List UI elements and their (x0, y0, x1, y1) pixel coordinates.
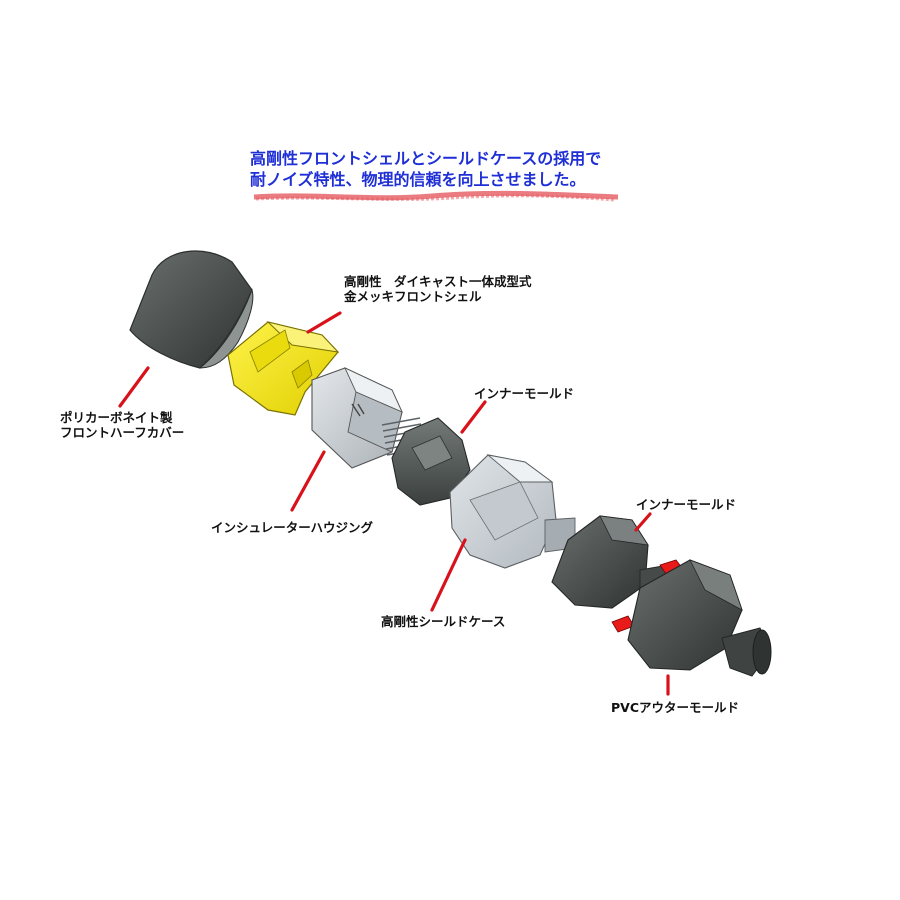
label-inner-mold-2: インナーモールド (636, 497, 737, 512)
front-shell (227, 321, 340, 416)
leader-shield-case (430, 538, 467, 612)
headline-underline (253, 190, 619, 202)
pvc-outer-mold (611, 559, 772, 677)
label-shield-case: 高剛性シールドケース (381, 614, 506, 629)
label-outer-mold: PVCアウターモールド (611, 700, 740, 715)
label-inner-mold-1: インナーモールド (474, 386, 575, 401)
front-half-cover (129, 250, 254, 369)
leader-inner-mold-1 (460, 400, 487, 434)
leader-front-shell (306, 311, 342, 334)
insulator-housing (311, 367, 426, 469)
leader-inner-mold-2 (634, 512, 652, 532)
headline: 高剛性フロントシェルとシールドケースの採用で 耐ノイズ特性、物理的信頼を向上させ… (250, 148, 601, 190)
inner-mold-1 (391, 417, 471, 506)
label-half-cover-line-1: ポリカーボネイト製 (60, 410, 173, 425)
label-half-cover: ポリカーボネイト製 フロントハーフカバー (60, 410, 184, 440)
shield-case (449, 454, 576, 569)
headline-line-1: 高剛性フロントシェルとシールドケースの採用で (250, 149, 602, 168)
label-front-shell: 高剛性 ダイキャスト一体成型式 金メッキフロントシェル (344, 274, 532, 304)
leader-half-cover (118, 366, 150, 408)
headline-line-2: 耐ノイズ特性、物理的信頼を向上させました。 (250, 170, 586, 189)
label-insulator: インシュレーターハウジング (211, 520, 374, 535)
label-front-shell-line-2: 金メッキフロントシェル (344, 289, 482, 304)
label-front-shell-line-1: 高剛性 ダイキャスト一体成型式 (344, 274, 532, 289)
leader-insulator (290, 450, 326, 512)
label-half-cover-line-2: フロントハーフカバー (60, 425, 185, 440)
